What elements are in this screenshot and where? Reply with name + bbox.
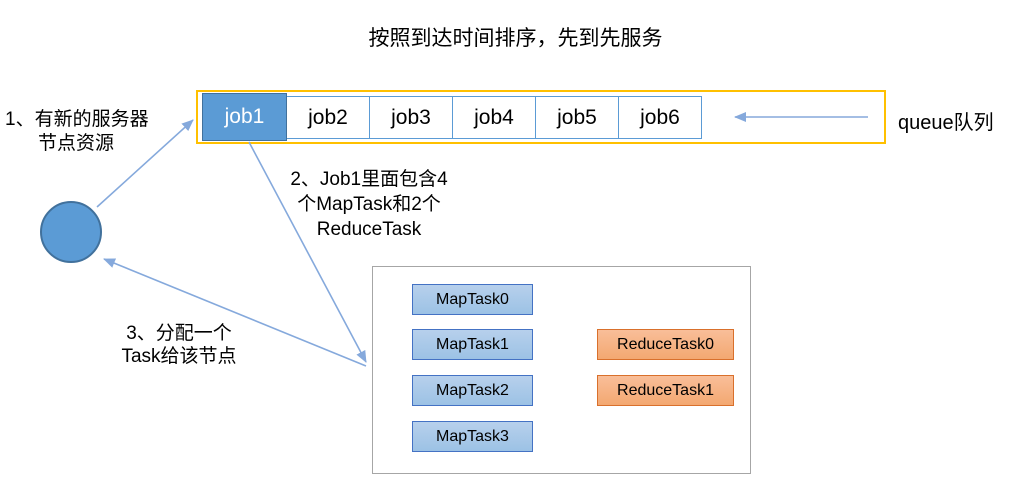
step1-line1: 1、有新的服务器 [5,109,149,130]
step2-line3: ReduceTask [316,219,422,240]
server-node-circle [40,201,102,263]
step2-label: 2、Job1里面包含4 个MapTask和2个 ReduceTask [253,167,485,242]
step2-line2: 个MapTask和2个 [297,194,441,215]
reducetask1-box: ReduceTask1 [597,375,734,406]
step1-line2: 节点资源 [38,133,115,154]
step2-line1: 2、Job1里面包含4 [290,169,448,190]
job-box-job4: job4 [452,96,536,139]
step3-line1: 3、分配一个 [126,323,232,344]
maptask3-box: MapTask3 [412,421,533,452]
maptask0-box: MapTask0 [412,284,533,315]
maptask2-box: MapTask2 [412,375,533,406]
job-box-job3: job3 [369,96,453,139]
step1-label: 1、有新的服务器 节点资源 [5,108,149,156]
page-title: 按照到达时间排序，先到先服务 [368,27,663,50]
reducetask0-box: ReduceTask0 [597,329,734,360]
job-box-job5: job5 [535,96,619,139]
job-queue-row: job1 job2 job3 job4 job5 job6 [202,93,702,141]
job-box-job1: job1 [202,93,287,141]
step3-label: 3、分配一个 Task给该节点 [98,322,260,368]
job-box-job2: job2 [286,96,370,139]
step3-line2: Task给该节点 [121,346,237,367]
maptask1-box: MapTask1 [412,329,533,360]
job-box-job6: job6 [618,96,702,139]
queue-label: queue队列 [898,112,994,134]
